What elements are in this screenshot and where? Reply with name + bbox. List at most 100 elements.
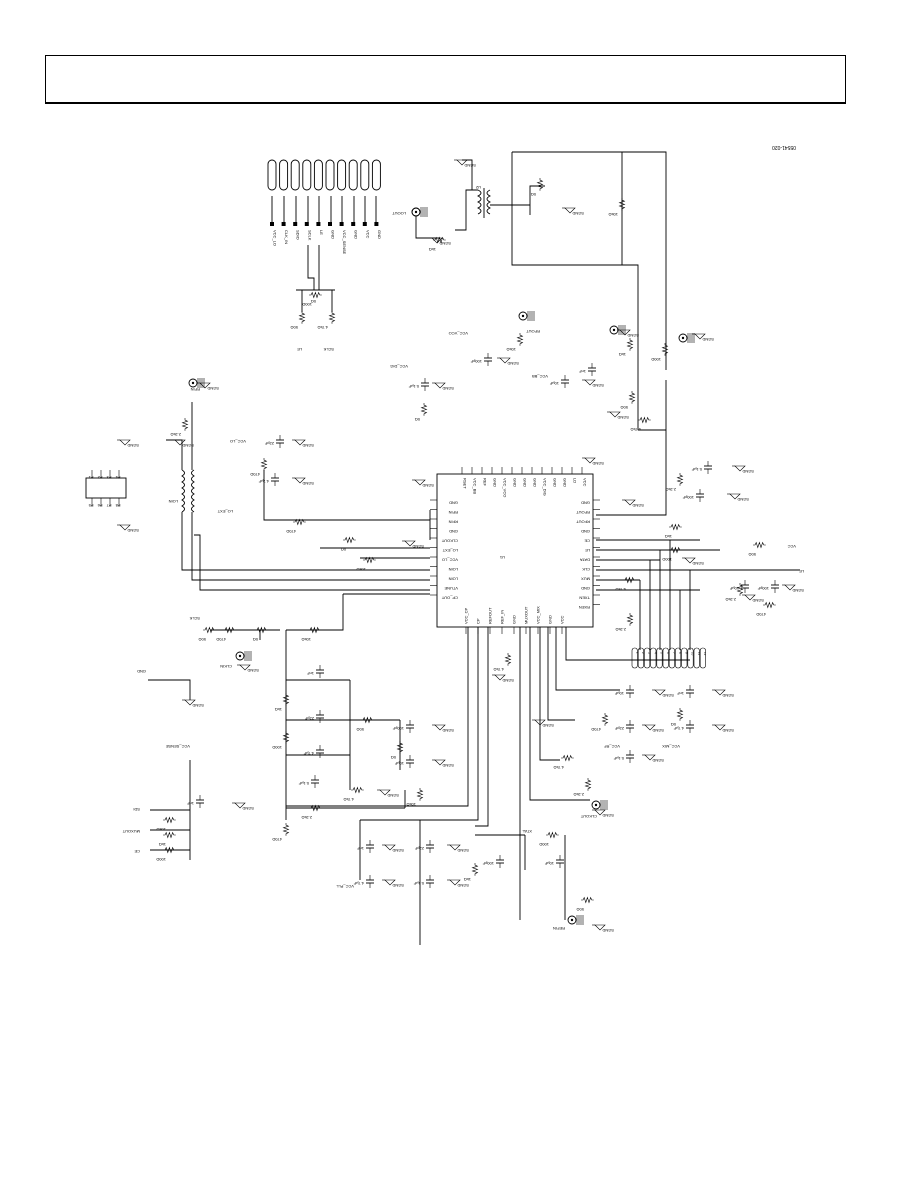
ground-label: SGND [652,728,664,733]
label-clk-out: CLKOUT [580,814,597,819]
resistor [753,541,766,549]
label-vcc-bb: VCC_BB [532,374,548,379]
ground-label: SGND [464,163,476,168]
label-vcc-right: VCC [787,544,796,549]
resistor [433,236,446,244]
label-gnd-1: GND [137,669,146,674]
resistor [396,741,404,754]
resistor-value: 0Ω [671,722,676,727]
header-pin-label: 12 [703,652,707,656]
ground-label: SGND [617,415,629,420]
label-ref-in: REFIN [553,926,565,931]
resistor [361,716,374,724]
resistor [282,693,290,706]
resistor-value: 470Ω [250,472,260,477]
resistor-value: 1kΩ [429,247,436,252]
resistor-value: 10kΩ [357,567,366,572]
sma-ring [411,207,421,217]
ic-pin-label: VCC_VCO [503,478,508,497]
resistor-value: 4.7kΩ [343,797,354,802]
label-lo-ext: LO_EXT [217,509,233,514]
ground-symbol [694,333,706,340]
resistor-value: 50Ω [357,727,364,732]
resistor [676,473,684,486]
capacitor-value: 100pF [482,861,494,866]
ic-pin-label: DATA [580,558,590,563]
ic-pin-label: GND [581,586,590,591]
resistor-value: 2.2kΩ [170,432,181,437]
label-vcc-dig: VCC_DIG [390,364,408,369]
connector-label: VCC_SENSE [342,230,347,255]
connector-label: SDIO [296,230,301,240]
resistor [308,626,321,634]
ground-symbol [494,674,506,681]
capacitor-value: 22pF [614,726,624,731]
resistor-value: 2.2kΩ [615,627,626,632]
ground-label: SGND [442,728,454,733]
capacitor-value: 4.7µF [353,881,364,886]
resistor [504,653,512,666]
header-pin [687,647,694,669]
ground-label: SGND [722,693,734,698]
header-pin [668,647,675,669]
resistor-value: 1kΩ [464,877,471,882]
connector-label: CLK_IN [284,230,289,244]
connector-label: GND [377,230,382,239]
resistor-value: 1kΩ [665,534,672,539]
resistor [309,804,322,812]
capacitor-value: 10µF [544,861,554,866]
ground-symbol [119,524,131,531]
label-rf-in: RFIN [191,387,200,392]
connector-pad [316,222,321,226]
sma-pin [191,381,195,385]
main-ic: U1 GNDRFINRFINGNDCLKOUTLO_EXTVCC_LOLOINL… [430,467,600,634]
resistor [669,523,682,531]
ic-pin-label: GND [449,501,458,506]
resistor-value: 0Ω [341,547,346,552]
resistor [343,536,356,544]
ic-pin-label: GND [581,501,590,506]
ic-pin-label: RXEN [579,605,590,610]
ground-symbol [729,493,741,500]
ground-symbol [744,594,756,601]
ic-right-pins: GNDRFOUTRFOUTGNDCELEDATACLKMUXGNDTXENRXE… [576,499,600,610]
ground-label: SGND [652,758,664,763]
ic-pin-label: CE [584,539,590,544]
ground-label: SGND [439,241,451,246]
resistor-value: 1kΩ [275,707,282,712]
resistor [416,788,424,801]
ic-ref: U1 [499,555,505,560]
resistor-value: 4.7kΩ [493,667,504,672]
u2-pin-label: P2 [97,475,103,480]
ground-symbol [384,844,396,851]
ground-label: SGND [207,386,219,391]
ground-label: SGND [542,723,554,728]
connector-oval [360,159,370,191]
resistor-value: 100Ω [651,357,661,362]
ic-pin-label: RFOUT [576,520,590,525]
resistor-value: 10kΩ [507,347,516,352]
ic-pin-label: GND [553,478,558,487]
header-pin-label: 5 [660,652,664,654]
resistor-value: 2.2kΩ [301,815,312,820]
resistor [669,546,682,554]
ground-label: SGND [792,588,804,593]
ground-symbol [499,357,511,364]
resistor-value: 0Ω [253,637,258,642]
ic-pin-label: REF_IN [500,610,505,624]
ground-label: SGND [302,481,314,486]
ground-label: SGND [722,728,734,733]
ground-label: SGND [182,443,194,448]
header-pin-label: 9 [684,652,688,654]
resistor-value: 100Ω [272,745,282,750]
ic-pin-label: VTUNE [444,586,458,591]
ground-label: SGND [457,848,469,853]
capacitor-value: 1nF [677,691,684,696]
connector-label: GND [331,230,336,239]
resistor [163,846,176,854]
resistor [536,178,544,191]
